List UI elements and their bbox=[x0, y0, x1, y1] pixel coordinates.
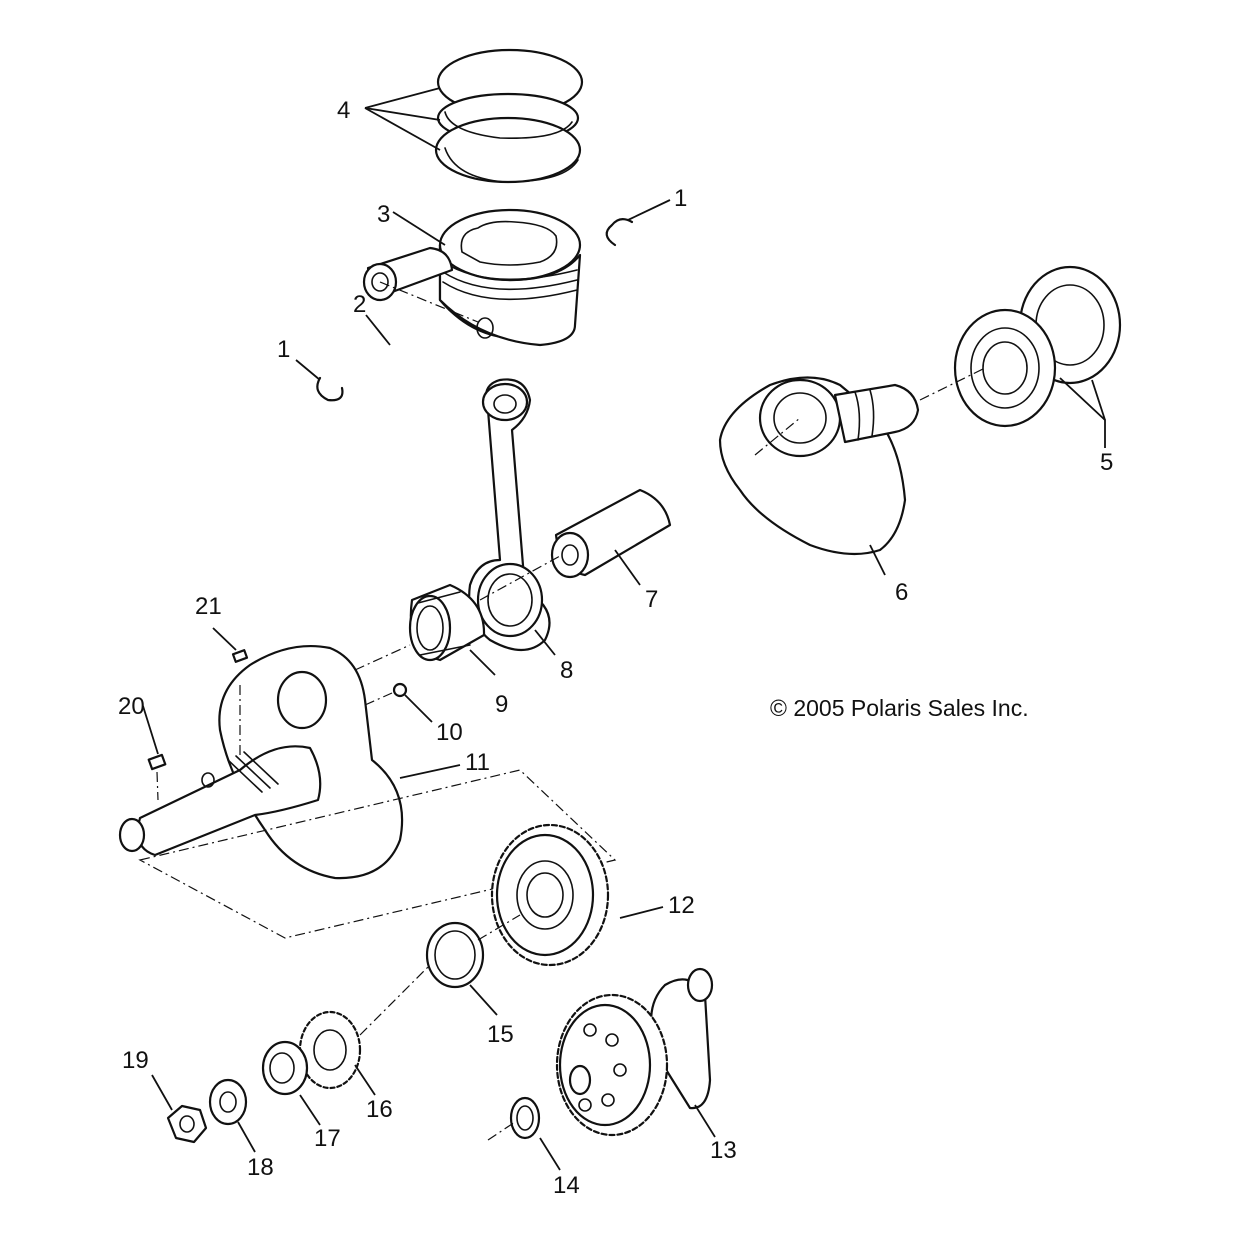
crank-half-left bbox=[118, 645, 404, 880]
callout-18: 18 bbox=[247, 1154, 274, 1181]
needle-bearing bbox=[408, 583, 486, 662]
callout-4: 4 bbox=[337, 97, 350, 124]
callout-21: 21 bbox=[195, 593, 222, 620]
collar-nut bbox=[261, 1040, 309, 1096]
callout-9: 9 bbox=[495, 691, 508, 718]
assembly-outline bbox=[138, 769, 617, 939]
callout-5: 5 bbox=[1100, 449, 1113, 476]
callout-14: 14 bbox=[553, 1172, 580, 1199]
connecting-rod bbox=[468, 378, 551, 651]
callout-8: 8 bbox=[560, 657, 573, 684]
callout-11: 11 bbox=[465, 749, 490, 776]
callout-17: 17 bbox=[314, 1125, 341, 1152]
callout-3: 3 bbox=[377, 201, 390, 228]
assembly-center-lines bbox=[156, 281, 986, 1141]
callout-7: 7 bbox=[645, 586, 658, 613]
piston bbox=[438, 208, 582, 347]
woodruff-key-21 bbox=[231, 649, 249, 663]
woodruff-key-20 bbox=[147, 753, 167, 771]
circlip-left bbox=[316, 376, 344, 402]
circlip-right bbox=[605, 218, 634, 247]
washer-18 bbox=[208, 1078, 248, 1126]
callout-15: 15 bbox=[487, 1021, 514, 1048]
callout-2: 2 bbox=[353, 291, 366, 318]
callout-1-right: 1 bbox=[674, 185, 687, 212]
callout-19: 19 bbox=[122, 1047, 149, 1074]
crank-half-right bbox=[718, 376, 920, 556]
thrust-washer-14 bbox=[509, 1096, 541, 1140]
balance-shaft-gear bbox=[555, 967, 714, 1137]
piston-rings bbox=[434, 48, 584, 184]
copyright-notice: © 2005 Polaris Sales Inc. bbox=[770, 695, 1029, 721]
leader-lines bbox=[142, 87, 1106, 1171]
hex-nut bbox=[166, 1104, 208, 1144]
callout-6: 6 bbox=[895, 579, 908, 606]
drive-gear bbox=[490, 823, 610, 967]
callout-20: 20 bbox=[118, 693, 145, 720]
callout-16: 16 bbox=[366, 1096, 393, 1123]
callout-1-left: 1 bbox=[277, 336, 290, 363]
sprocket bbox=[298, 1010, 362, 1090]
callout-12: 12 bbox=[668, 892, 695, 919]
callout-13: 13 bbox=[710, 1137, 737, 1164]
crank-pin bbox=[550, 488, 672, 579]
wrist-pin bbox=[362, 246, 454, 302]
thrust-washer-15 bbox=[425, 921, 485, 989]
main-bearings bbox=[953, 265, 1122, 428]
ball bbox=[392, 682, 408, 698]
callout-10: 10 bbox=[436, 719, 463, 746]
